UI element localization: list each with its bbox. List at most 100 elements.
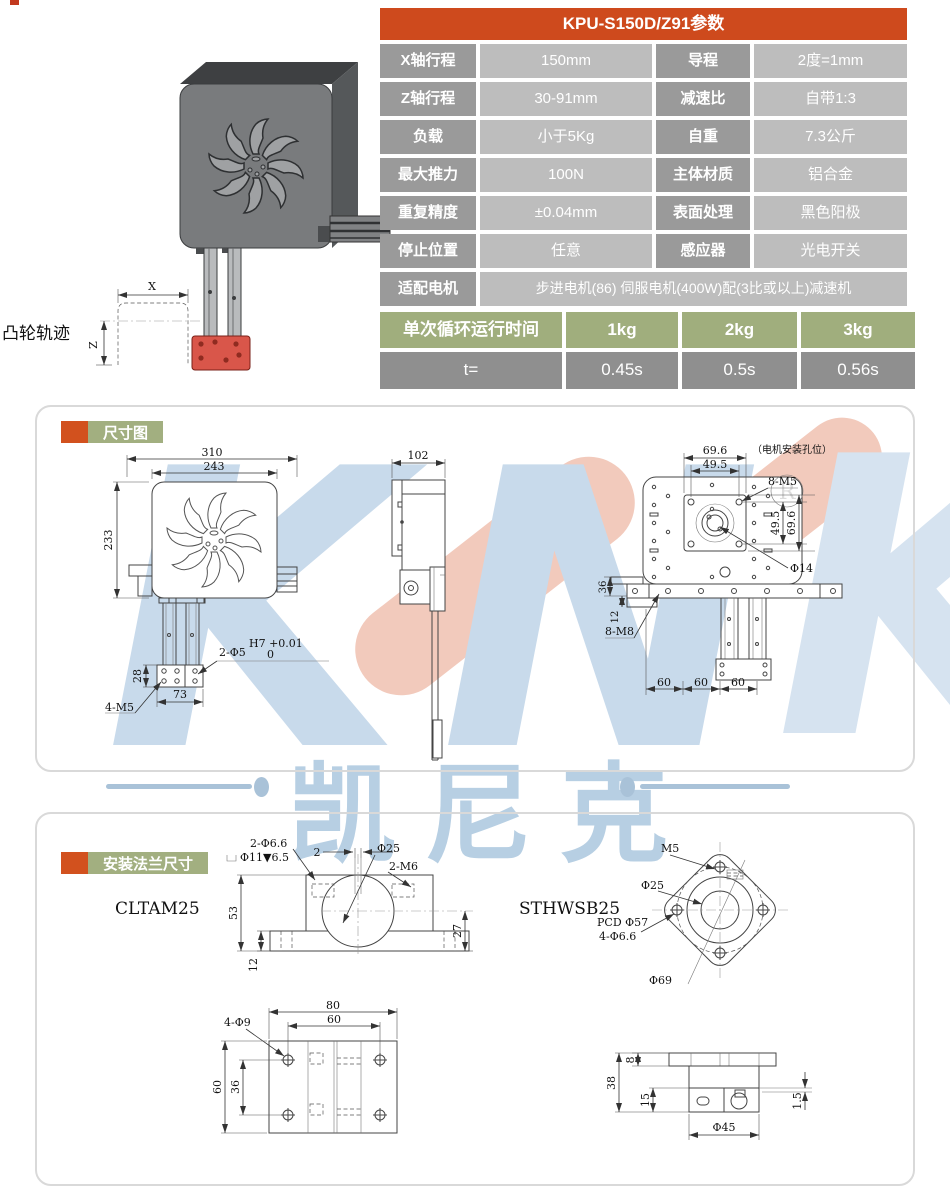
spec-value: 黑色阳极 [754,196,907,230]
dim-label: 80 [326,999,340,1012]
spec-table: KPU-S150D/Z91参数 X轴行程 150mm 导程 2度=1mm Z轴行… [380,8,907,306]
spec-label: 负载 [380,120,476,154]
cycle-header: 3kg [801,312,915,348]
dim-label: 38 [605,1076,618,1090]
dim-label: 1.5 [791,1092,804,1110]
watermark-chinese: 凯尼克 [288,753,697,878]
spec-value: 30-91mm [480,82,652,116]
dim-label: 60 [327,1013,341,1026]
dim-label: Φ45 [712,1121,735,1134]
dim-label: PCD Φ57 [597,916,648,929]
spec-value: 小于5Kg [480,120,652,154]
product-photo [179,62,391,371]
spec-motor-value: 步进电机(86) 伺服电机(400W)配(3比或以上)减速机 [480,272,907,306]
cltam25-plate-drawing: 80 60 4-Φ9 60 36 [211,999,398,1134]
spec-value: 100N [480,158,652,192]
section-title: 安装法兰尺寸 [88,852,209,874]
cam-x-label: X [148,280,156,293]
spec-value: 2度=1mm [754,44,907,78]
dim-label: 8-M8 [605,625,634,638]
cycle-header: 2kg [682,312,797,348]
dim-label: Φ25 [377,842,400,855]
spec-label: 适配电机 [380,272,476,306]
dim-label: Φ69 [649,974,672,987]
pinwheel-vents [208,118,304,214]
dim-label: 36 [598,581,609,594]
spec-value: 铝合金 [754,158,907,192]
dim-label: 27 [451,924,464,938]
dim-label: 102 [408,449,429,462]
spec-label: 主体材质 [656,158,750,192]
cycle-header: 单次循环运行时间 [380,312,562,348]
cam-trajectory-diagram: 凸轮轨迹 X Z [2,280,202,366]
dim-label: 53 [227,906,240,920]
spec-label: 减速比 [656,82,750,116]
cycle-value: 0.56s [801,352,915,389]
dim-label: 4-Φ9 [224,1016,251,1029]
plate-holes [281,1053,387,1122]
cycle-value: 0.45s [566,352,678,389]
dim-label: 69.6 [703,444,728,457]
dim-label: Φ25 [641,879,664,892]
dim-label: 49.5 [703,458,728,471]
badge-orange-square [61,852,88,874]
spec-value: 自带1:3 [754,82,907,116]
dim-label: 49.5 [769,511,782,536]
rear-hole-pattern [649,482,773,580]
sthwsb25-front-drawing: M5 Φ25 PCD Φ57 4-Φ6.6 Φ69 [597,842,788,987]
watermark-dot-right [620,777,635,797]
dim-label: 8 [624,1057,637,1064]
dim-label: 310 [202,446,223,459]
dim-label: 2-M6 [389,860,418,873]
spec-table-title: KPU-S150D/Z91参数 [380,8,907,40]
dim-label: 0 [267,648,274,661]
spec-label: X轴行程 [380,44,476,78]
sthwsb25-side-drawing: 8 38 15 1.5 Φ45 [605,1052,812,1140]
dim-label: 4-Φ6.6 [599,930,636,943]
dim-label: 15 [639,1093,652,1107]
cycle-value: t= [380,352,562,389]
spec-label: 导程 [656,44,750,78]
cycle-time-table: 单次循环运行时间 1kg 2kg 3kg t= 0.45s 0.5s 0.56s [380,312,915,389]
dim-label: 12 [247,958,260,972]
motor-mount-note: （电机安装孔位） [752,443,832,456]
watermark-line-left [106,784,252,789]
spec-label: 重复精度 [380,196,476,230]
spec-label: 停止位置 [380,234,476,268]
watermark-line-right [640,784,790,789]
cam-z-label: Z [87,341,100,349]
spec-value: 150mm [480,44,652,78]
dim-label: 12 [610,611,621,624]
spec-label: 最大推力 [380,158,476,192]
dim-label: M5 [661,842,679,855]
dim-label: 60 [731,676,745,689]
dim-label: 243 [204,460,225,473]
dimension-panel: 尺寸图 310 243 233 [35,405,915,772]
spec-label: 表面处理 [656,196,750,230]
page-corner-mark [10,0,19,5]
spec-value: 任意 [480,234,652,268]
rear-view-drawing: 69.6 49.5 （电机安装孔位） R 8-M5 49.5 69.6 Φ14 [598,443,843,695]
dim-label: 2 [314,846,321,859]
dim-label: 28 [131,669,144,683]
spec-value: 光电开关 [754,234,907,268]
dim-label: Φ14 [790,562,813,575]
front-pinwheel [166,492,262,588]
section-badge-flange: 安装法兰尺寸 [61,852,209,874]
dim-label: 4-M5 [105,701,134,714]
spec-value: ±0.04mm [480,196,652,230]
dim-label: 2-Φ5 [219,646,246,659]
watermark-dot-left [254,777,269,797]
spec-label: 感应器 [656,234,750,268]
front-view-drawing: 310 243 233 [102,446,329,714]
watermark-letter: K [775,407,950,792]
section-title: 尺寸图 [88,421,164,443]
cltam25-front-drawing: 2-Φ6.6 Φ11▼6.5 2 Φ25 2-M6 53 27 12 [226,837,473,972]
cycle-header: 1kg [566,312,678,348]
balloon-glyph: R [779,480,797,505]
badge-orange-square [61,421,88,443]
side-view-drawing: 102 [391,449,446,761]
spec-label: 自重 [656,120,750,154]
dim-label: 36 [229,1080,242,1094]
